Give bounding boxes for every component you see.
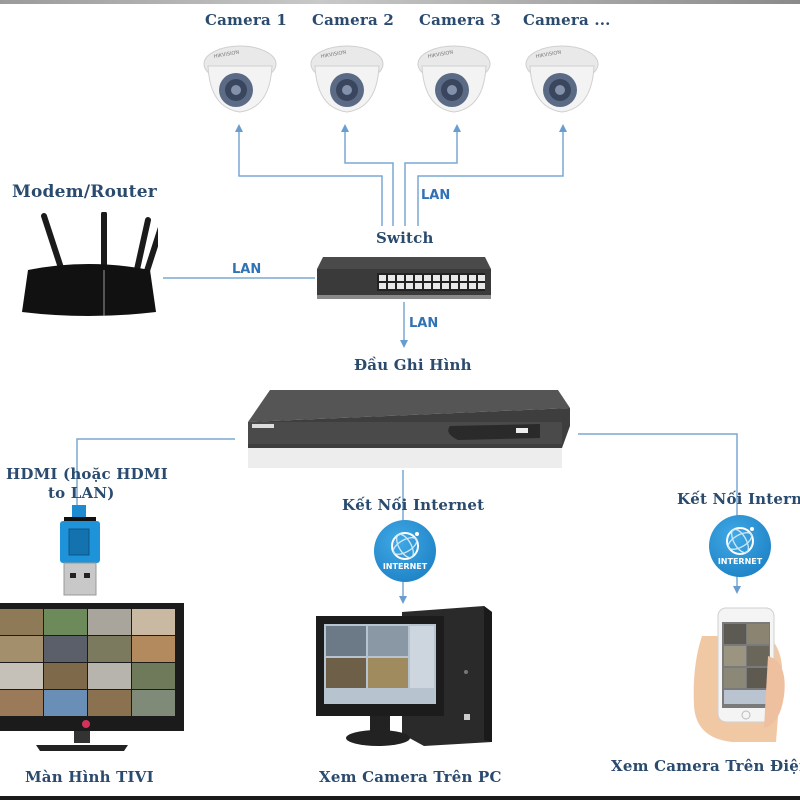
internet-badge-text: INTERNET <box>717 557 763 566</box>
svg-text:HIKVISION: HIKVISION <box>213 50 240 60</box>
router-label: Modem/Router <box>12 182 157 202</box>
switch-label: Switch <box>376 229 434 247</box>
dome-camera-icon: HIKVISION <box>203 45 277 113</box>
switch-port <box>442 275 449 281</box>
switch-port <box>469 283 476 289</box>
camera-1-label: Camera 1 <box>205 11 287 29</box>
tv-label: Màn Hình TIVI <box>25 768 154 786</box>
lan-label-router: LAN <box>232 262 262 277</box>
tv-camera-tile <box>44 690 87 716</box>
internet-phone-label: Kết Nối Interne <box>677 490 800 508</box>
switch-port <box>379 283 386 289</box>
tv-camera-tile <box>44 636 87 662</box>
lan-label-nvr: LAN <box>409 316 439 331</box>
switch-port <box>397 275 404 281</box>
switch-port <box>415 275 422 281</box>
tv-camera-tile <box>132 690 175 716</box>
switch-port <box>424 283 431 289</box>
hdmi-label-line2: to LAN) <box>48 484 115 502</box>
router-icon <box>22 212 158 316</box>
wire-camera-2 <box>341 124 394 226</box>
wire-camera-1 <box>235 124 383 226</box>
tv-camera-tile <box>0 690 43 716</box>
svg-text:HIKVISION: HIKVISION <box>427 50 454 60</box>
tv-camera-tile <box>88 609 131 635</box>
camera-4-label: Camera ... <box>523 11 611 29</box>
tv-camera-tile <box>0 663 43 689</box>
usb-connector-icon <box>60 505 100 596</box>
switch-port <box>406 283 413 289</box>
tv-camera-tile <box>88 636 131 662</box>
camera-3-label: Camera 3 <box>419 11 501 29</box>
tv-camera-tile <box>132 609 175 635</box>
smartphone-icon <box>693 607 785 742</box>
desktop-pc-icon <box>316 606 492 746</box>
dome-camera-icon: HIKVISION <box>310 45 384 113</box>
dome-camera-icon: HIKVISION <box>417 45 491 113</box>
tv-camera-tile <box>0 609 43 635</box>
camera-2-label: Camera 2 <box>312 11 394 29</box>
switch-port <box>451 275 458 281</box>
phone-label: Xem Camera Trên Điện <box>611 757 800 775</box>
switch-port <box>433 275 440 281</box>
tv-camera-tile <box>132 663 175 689</box>
switch-port <box>469 275 476 281</box>
tv-camera-tile <box>88 690 131 716</box>
lan-label-cameras: LAN <box>421 188 451 203</box>
switch-port <box>415 283 422 289</box>
switch-port <box>460 275 467 281</box>
hdmi-label-line1: HDMI (hoặc HDMI <box>6 465 168 483</box>
switch-port <box>460 283 467 289</box>
switch-port <box>478 275 485 281</box>
switch-port <box>406 275 413 281</box>
pc-label: Xem Camera Trên PC <box>319 768 502 786</box>
tv-camera-tile <box>44 609 87 635</box>
switch-port <box>478 283 485 289</box>
tv-camera-tile <box>88 663 131 689</box>
switch-port <box>388 275 395 281</box>
switch-port <box>433 283 440 289</box>
svg-text:HIKVISION: HIKVISION <box>320 50 347 60</box>
switch-port <box>397 283 404 289</box>
top-edge-strip <box>0 0 800 4</box>
internet-badge-text: INTERNET <box>382 562 428 571</box>
switch-port <box>388 283 395 289</box>
tv-camera-tile <box>44 663 87 689</box>
network-switch-icon <box>317 257 491 299</box>
switch-port <box>379 275 386 281</box>
wire-camera-4 <box>417 124 567 226</box>
internet-pc-label: Kết Nối Internet <box>342 496 485 514</box>
nvr-recorder-icon <box>248 390 570 468</box>
tv-camera-tile <box>0 636 43 662</box>
wire-camera-3 <box>404 124 461 226</box>
switch-port <box>442 283 449 289</box>
dome-camera-icon: HIKVISION <box>525 45 599 113</box>
svg-text:HIKVISION: HIKVISION <box>535 50 562 60</box>
nvr-label: Đầu Ghi Hình <box>354 356 472 374</box>
switch-port <box>424 275 431 281</box>
internet-globe-icon: INTERNET <box>374 520 436 582</box>
tv-monitor-icon <box>0 603 184 751</box>
internet-globe-icon: INTERNET <box>709 515 771 577</box>
bottom-edge-strip <box>0 796 800 800</box>
switch-port <box>451 283 458 289</box>
tv-camera-tile <box>132 636 175 662</box>
